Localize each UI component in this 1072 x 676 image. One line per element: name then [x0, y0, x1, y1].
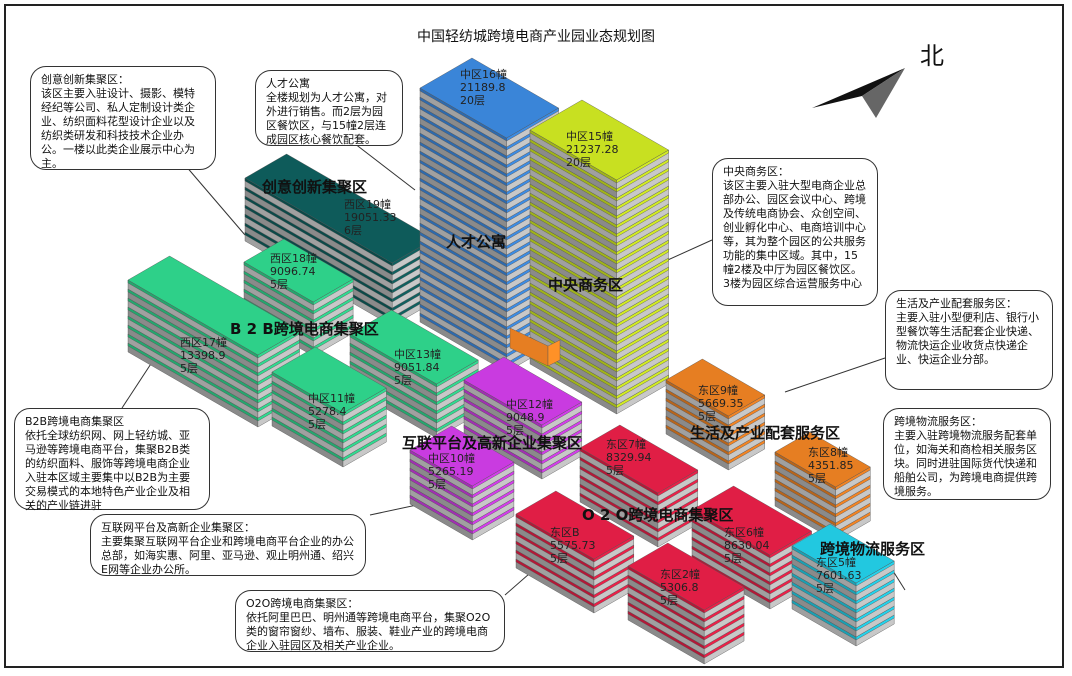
- zone-label-o2o: O 2 O跨境电商集聚区: [582, 506, 734, 524]
- zone-label-cbd: 中央商务区: [548, 276, 624, 294]
- diagram-frame: [4, 4, 1064, 668]
- e6-roof: [691, 485, 812, 556]
- building-info-c15: 中区15幢 21237.28 20层: [566, 130, 619, 169]
- callout-b2b: B2B跨境电商集聚区 依托全球纺织网、网上轻纺城、亚马逊等跨境电商平台，集聚B2…: [14, 408, 210, 512]
- building-info-e8: 东区8幢 4351.85 5层: [808, 446, 854, 485]
- e7-roof: [579, 424, 699, 494]
- callout-cbd: 中央商务区： 该区主要入驻大型电商企业总部办公、园区会议中心、跨境及传统电商协会…: [712, 158, 878, 306]
- building-info-e6: 东区6幢 8630.04 5层: [724, 526, 770, 565]
- callout-internet: 互联网平台及高新企业集聚区： 主要集聚互联网平台企业和跨境电商平台企业的办公总部…: [90, 514, 366, 576]
- building-info-w17: 西区17幢 13398.9 5层: [180, 336, 227, 375]
- building-info-c12: 中区12幢 9048.9 5层: [506, 398, 553, 437]
- c10-roof: [409, 425, 515, 487]
- e5-roof: [791, 523, 895, 584]
- north-arrow-icon: [812, 68, 905, 118]
- building-info-w18: 西区18幢 9096.74 5层: [270, 252, 317, 291]
- connector-restaurant-side: [547, 339, 561, 367]
- page-title: 中国轻纺城跨境电商产业园业态规划图: [417, 29, 655, 45]
- building-info-c11: 中区11幢 5278.4 5层: [308, 392, 355, 431]
- building-info-e7: 东区7幢 8329.94 5层: [606, 438, 652, 477]
- eB-roof: [515, 490, 635, 560]
- e9-roof: [665, 358, 766, 417]
- building-info-e5: 东区5幢 7601.63 5层: [816, 556, 862, 595]
- c16-roof: [419, 57, 559, 139]
- building-info-w19: 西区19幢 19051.33 6层: [344, 198, 397, 237]
- zone-label-logistics: 跨境物流服务区: [820, 540, 926, 558]
- building-info-eB: 东区B 5575.73 5层: [550, 526, 596, 565]
- callout-life: 生活及产业配套服务区： 主要入驻小型便利店、银行小型餐饮等生活配套企业快递、物流…: [885, 290, 1053, 390]
- w17-roof: [127, 255, 300, 356]
- building-info-c13: 中区13幢 9051.84 5层: [394, 348, 441, 387]
- callout-talent: 人才公寓 全楼规划为人才公寓，对外进行销售。而2层为园区餐饮区，与15幢2层连成…: [255, 70, 403, 146]
- callout-o2o: O2O跨境电商集聚区： 依托阿里巴巴、明州通等跨境电商平台，集聚O2O类的窗帘窗…: [235, 590, 505, 652]
- c13-roof: [349, 309, 479, 385]
- building-info-e9: 东区9幢 5669.35 5层: [698, 384, 744, 423]
- c12-roof: [463, 356, 583, 426]
- e2-roof: [627, 542, 745, 611]
- building-info-c10: 中区10幢 5265.19 5层: [428, 452, 475, 491]
- w18-roof: [243, 238, 354, 303]
- e8-roof: [774, 431, 871, 488]
- building-info-e2: 东区2幢 5306.8 5层: [660, 568, 700, 607]
- zone-label-internet: 互联平台及高新企业集聚区: [402, 434, 583, 452]
- zone-label-life: 生活及产业配套服务区: [690, 424, 841, 442]
- north-label: 北: [920, 42, 944, 70]
- c11-roof: [271, 346, 387, 414]
- zone-label-b2b: B 2 B跨境电商集聚区: [230, 320, 379, 338]
- zone-label-talent: 人才公寓: [446, 233, 507, 251]
- c15-roof: [529, 99, 669, 181]
- callout-creative: 创意创新集聚区： 该区主要入驻设计、摄影、模特经纪等公司、私人定制设计类企业、纺…: [30, 66, 216, 170]
- zone-label-creative: 创意创新集聚区: [262, 178, 368, 196]
- callout-logistics: 跨境物流服务区： 主要入驻跨境物流服务配套单位，如海关和商检相关服务区块。同时进…: [883, 408, 1051, 500]
- building-info-c16: 中区16幢 21189.8 20层: [460, 68, 507, 107]
